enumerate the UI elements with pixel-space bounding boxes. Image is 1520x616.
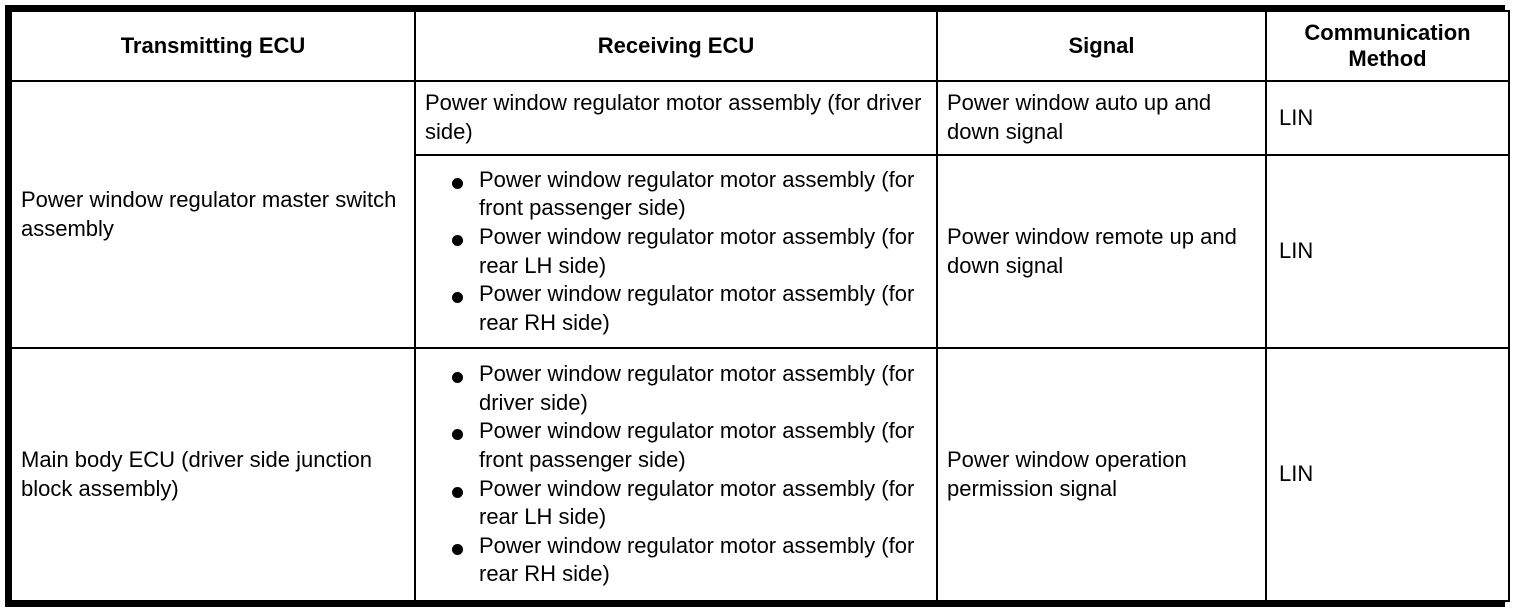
- communication-table-container: Transmitting ECU Receiving ECU Signal Co…: [5, 5, 1510, 607]
- list-item-label: Power window regulator motor assembly (f…: [479, 475, 915, 530]
- cell-receiving-ecu: Power window regulator motor assembly (f…: [414, 79, 938, 157]
- table-header-row: Transmitting ECU Receiving ECU Signal Co…: [10, 10, 1510, 82]
- list-item-label: Power window regulator motor assembly (f…: [479, 532, 915, 587]
- list-item-label: Power window regulator motor assembly (f…: [479, 361, 915, 415]
- cell-signal: Power window auto up and down signal: [936, 79, 1267, 157]
- list-item: Power window regulator motor assembly (f…: [425, 280, 928, 337]
- list-item: Power window regulator motor assembly (f…: [425, 223, 928, 280]
- table-body: Power window regulator master switch ass…: [10, 79, 1510, 602]
- list-item-label: Power window regulator motor assembly (f…: [479, 281, 915, 335]
- cell-transmitting-ecu: Main body ECU (driver side junction bloc…: [10, 347, 416, 602]
- column-header-communication-method-line1: Communication: [1304, 20, 1471, 46]
- list-item: Power window regulator motor assembly (f…: [425, 532, 928, 589]
- list-item: Power window regulator motor assembly (f…: [425, 475, 928, 532]
- cell-signal: Power window remote up and down signal: [936, 154, 1267, 350]
- table-header: Transmitting ECU Receiving ECU Signal Co…: [10, 10, 1510, 82]
- bullet-icon: [452, 177, 463, 189]
- signal-text: Power window operation permission signal: [947, 447, 1187, 501]
- cell-receiving-ecu: Power window regulator motor assembly (f…: [414, 347, 938, 602]
- column-header-communication-method-line2: Method: [1348, 46, 1427, 71]
- list-item: Power window regulator motor assembly (f…: [425, 166, 928, 223]
- cell-transmitting-ecu: Power window regulator master switch ass…: [10, 79, 416, 350]
- communication-method-value: LIN: [1279, 461, 1314, 487]
- column-header-receiving-ecu: Receiving ECU: [414, 10, 938, 82]
- bullet-icon: [452, 372, 463, 384]
- table-row: Power window regulator master switch ass…: [10, 79, 1510, 350]
- list-item-label: Power window regulator motor assembly (f…: [479, 224, 915, 278]
- list-item-label: Power window regulator motor assembly (f…: [479, 166, 915, 221]
- cell-communication-method: LIN: [1265, 347, 1510, 602]
- signal-text: Power window auto up and down signal: [947, 90, 1212, 145]
- bullet-icon: [452, 543, 463, 555]
- receiving-ecu-bullet-list: Power window regulator motor assembly (f…: [425, 166, 928, 338]
- receiving-ecu-bullet-wrap: Power window regulator motor assembly (f…: [416, 160, 936, 344]
- bullet-icon: [452, 292, 463, 304]
- bullet-icon: [452, 486, 463, 498]
- signal-text: Power window remote up and down signal: [947, 224, 1237, 278]
- receiving-ecu-bullet-list: Power window regulator motor assembly (f…: [425, 360, 928, 589]
- receiving-ecu-text: Power window regulator motor assembly (f…: [425, 90, 922, 145]
- table-row: Power window regulator motor assembly (f…: [11, 154, 1510, 350]
- communication-method-value: LIN: [1279, 238, 1314, 264]
- bullet-icon: [452, 235, 463, 247]
- cell-receiving-ecu: Power window regulator motor assembly (f…: [414, 154, 938, 350]
- ecu-communication-table: Transmitting ECU Receiving ECU Signal Co…: [10, 10, 1510, 602]
- cell-communication-method: LIN: [1265, 154, 1510, 350]
- list-item: Power window regulator motor assembly (f…: [425, 417, 928, 474]
- transmitting-ecu-label: Main body ECU (driver side junction bloc…: [21, 447, 372, 501]
- communication-method-value: LIN: [1279, 104, 1314, 130]
- cell-communication-method: LIN: [1265, 79, 1510, 157]
- receiving-ecu-bullet-wrap: Power window regulator motor assembly (f…: [416, 354, 936, 595]
- list-item-label: Power window regulator motor assembly (f…: [479, 418, 915, 473]
- bullet-icon: [452, 429, 463, 441]
- column-header-signal: Signal: [936, 10, 1267, 82]
- cell-signal: Power window operation permission signal: [936, 347, 1267, 602]
- list-item: Power window regulator motor assembly (f…: [425, 360, 928, 417]
- table-row: Main body ECU (driver side junction bloc…: [10, 347, 1510, 602]
- transmitting-ecu-label: Power window regulator master switch ass…: [21, 187, 397, 241]
- column-header-transmitting-ecu: Transmitting ECU: [10, 10, 416, 82]
- column-header-communication-method: Communication Method: [1265, 10, 1510, 82]
